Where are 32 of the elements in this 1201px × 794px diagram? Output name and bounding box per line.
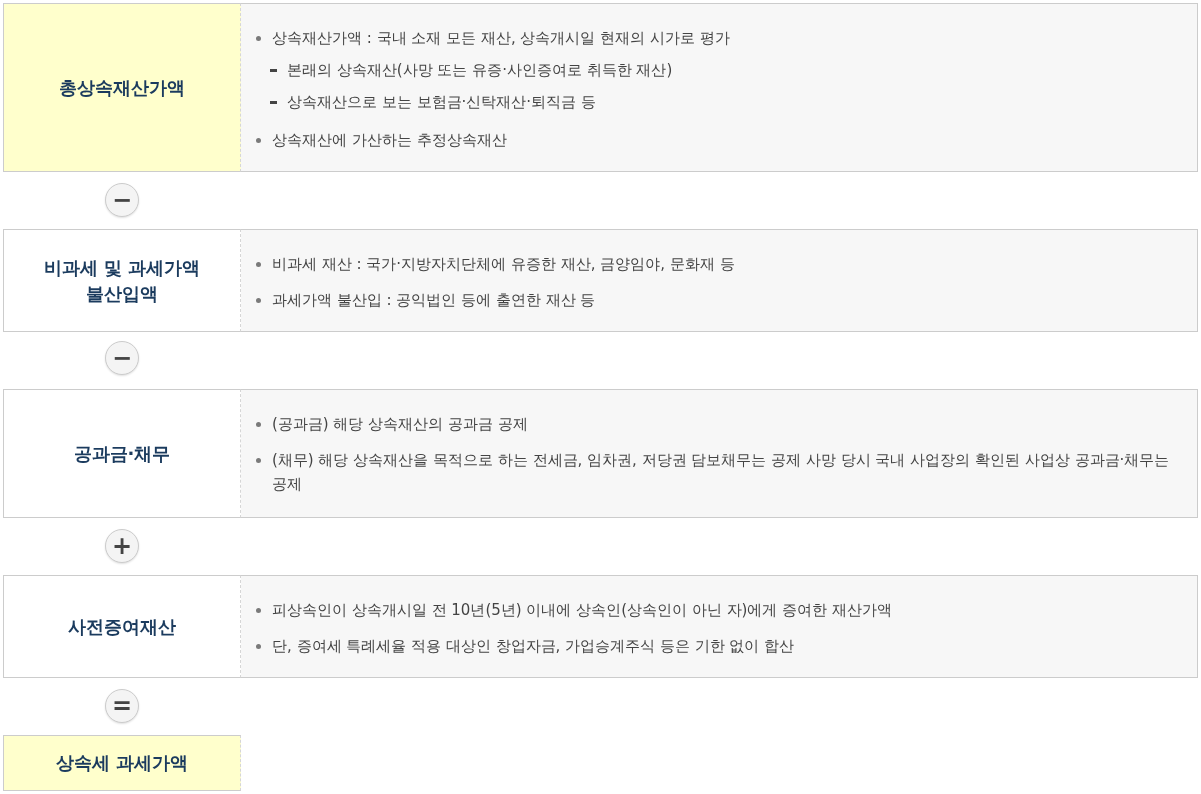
row-heading: 사전증여재산 bbox=[68, 614, 176, 639]
bullet-list-item: 단, 증여세 특례세율 적용 대상인 창업자금, 가업승계주식 등은 기한 없이 합산 bbox=[253, 634, 1177, 658]
bullet-list-item: (채무) 해당 상속재산을 목적으로 하는 전세금, 임차권, 저당권 담보채무는 공제 사망 당시 국내 사업장의 확인된 사업상 공과금·채무는 공제 bbox=[253, 448, 1177, 496]
row-heading: 총상속재산가액 bbox=[59, 75, 185, 100]
operator-circle bbox=[105, 529, 139, 563]
operator-sign: − bbox=[111, 346, 133, 370]
bullet-list-item: 상속재산에 가산하는 추정상속재산 bbox=[253, 128, 1177, 152]
bullet-list-item: 비과세 재산 : 국가·지방자치단체에 유증한 재산, 금양임야, 문화재 등 bbox=[253, 252, 1177, 276]
bullet-list-item: 과세가액 불산입 : 공익법인 등에 출연한 재산 등 bbox=[253, 288, 1177, 312]
description-panel bbox=[241, 389, 1198, 518]
heading-cell bbox=[3, 575, 241, 678]
bullet-list-item: 상속재산가액 : 국내 소재 모든 재산, 상속개시일 현재의 시가로 평가 bbox=[253, 26, 1177, 50]
row-heading: 공과금·채무 bbox=[73, 441, 171, 466]
description-panel bbox=[241, 229, 1198, 332]
row-heading: 비과세 및 과세가액 불산입액 bbox=[42, 255, 202, 306]
description-panel bbox=[241, 3, 1198, 172]
sub-list-item: 상속재산으로 보는 보험금·신탁재산·퇴직금 등 bbox=[267, 90, 1177, 114]
heading-cell bbox=[3, 735, 241, 791]
bullet-list-item: (공과금) 해당 상속재산의 공과금 공제 bbox=[253, 412, 1177, 436]
bullet-list-item: 피상속인이 상속개시일 전 10년(5년) 이내에 상속인(상속인이 아닌 자)에게 증여한 재산가액 bbox=[253, 598, 1177, 622]
operator-circle bbox=[105, 341, 139, 375]
heading-cell bbox=[3, 389, 241, 518]
row-heading: 상속세 과세가액 bbox=[55, 751, 189, 775]
heading-cell bbox=[3, 3, 241, 172]
operator-sign: + bbox=[111, 534, 133, 558]
operator-circle bbox=[105, 183, 139, 217]
operator-sign: = bbox=[111, 694, 133, 718]
heading-cell bbox=[3, 229, 241, 332]
operator-sign: − bbox=[111, 188, 133, 212]
operator-circle bbox=[105, 689, 139, 723]
sub-list-item: 본래의 상속재산(사망 또는 유증·사인증여로 취득한 재산) bbox=[267, 58, 1177, 82]
description-panel bbox=[241, 575, 1198, 678]
